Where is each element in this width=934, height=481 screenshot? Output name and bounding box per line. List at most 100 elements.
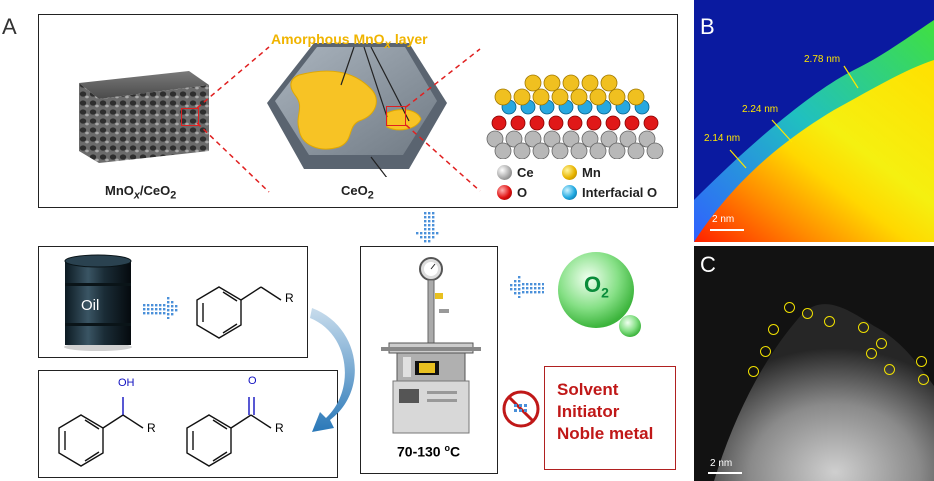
ce-atom (524, 130, 542, 148)
mn-atom (524, 74, 542, 92)
alkylbenzene-structure (196, 286, 282, 339)
legend-interfacial-o: Interfacial O (582, 185, 658, 200)
r-group-label-2: R (147, 421, 156, 435)
free-of-box: Solvent Initiator Noble metal (544, 366, 676, 470)
mn-atom (532, 88, 550, 106)
surface-atom-circle (884, 364, 895, 375)
interfacial-o-ball-icon (562, 185, 577, 200)
r-group-label-3: R (275, 421, 284, 435)
measurement-1: 2.78 nm (804, 54, 841, 65)
o2-bubble-icon (558, 252, 641, 337)
mn-atom (551, 88, 569, 106)
hydroxyl-label: OH (118, 377, 135, 389)
ceo2-label: CeO2 (341, 183, 374, 202)
mn-ball-icon (562, 165, 577, 180)
legend-ce: Ce (517, 165, 534, 180)
ce-atom (646, 142, 664, 159)
ce-atom (589, 142, 607, 159)
ce-atom (494, 142, 512, 159)
legend-mn: Mn (582, 165, 601, 180)
mn-atom (600, 74, 618, 92)
surface-atom-circle (784, 302, 795, 313)
surface-atom-markers (694, 246, 934, 481)
mn-atom (543, 74, 561, 92)
zoom-lines-left (196, 46, 270, 193)
micrograph-c: C 2 nm (694, 246, 934, 481)
measurement-2: 2.24 nm (742, 104, 779, 115)
o-atom (548, 115, 564, 131)
left-arrow-icon (510, 276, 544, 298)
ce-atom (532, 142, 550, 159)
o-atom (567, 115, 583, 131)
surface-atom-circle (918, 374, 929, 385)
ketone-product-structure (186, 397, 272, 467)
surface-atom-circle (748, 366, 759, 377)
porous-composite-image (79, 71, 209, 163)
composite-label: MnOx/CeO2 (105, 183, 177, 202)
zoom-lines-right (405, 48, 481, 192)
o-atom (529, 115, 545, 131)
r-group-label-1: R (285, 291, 294, 305)
mn-atom (608, 88, 626, 106)
ce-atom (570, 142, 588, 159)
carbonyl-o-label: O (248, 375, 257, 387)
free-of-solvent: Solvent (557, 380, 619, 399)
ce-atom (513, 142, 531, 159)
down-arrow-icon (416, 212, 439, 243)
micrograph-b: B 2.78 nm 2.24 nm 2.14 nm 2 nm (694, 0, 934, 242)
curved-arrow-icon (310, 308, 355, 432)
ce-atom (581, 130, 599, 148)
amorphous-layer-shape (290, 70, 377, 150)
surface-atom-circle (760, 346, 771, 357)
surface-atom-circle (802, 308, 813, 319)
temperature-label: 70-130 oC (397, 443, 461, 460)
free-of-noble-metal: Noble metal (557, 424, 654, 443)
mn-atom (581, 74, 599, 92)
amorphous-layer-label: Amorphous MnOx layer (271, 31, 428, 51)
autoclave-reactor-image (381, 257, 481, 434)
scale-bar-b (710, 229, 744, 231)
mn-atom (513, 88, 531, 106)
ce-atom (608, 142, 626, 159)
mn-atom (494, 88, 512, 106)
no-solvent-icon (502, 390, 540, 428)
surface-atom-circle (858, 322, 869, 333)
atomic-model (486, 74, 664, 159)
zoom-square-right (386, 106, 406, 126)
ce-atom (619, 130, 637, 148)
surface-atom-circle (866, 348, 877, 359)
ce-atom (543, 130, 561, 148)
surface-atom-circle (824, 316, 835, 327)
scale-bar-c (708, 472, 742, 474)
o-atom (624, 115, 640, 131)
ceo2-particle (267, 43, 447, 177)
ce-atom (505, 130, 523, 148)
mn-atom (562, 74, 580, 92)
measurement-3: 2.14 nm (704, 133, 741, 144)
free-of-initiator: Initiator (557, 402, 620, 421)
surface-atom-circle (876, 338, 887, 349)
panel-label-a: A (2, 14, 17, 39)
right-arrow-icon (143, 297, 178, 319)
zoom-square-left (181, 108, 199, 126)
ce-atom (600, 130, 618, 148)
ce-atom (638, 130, 656, 148)
oil-label: Oil (81, 297, 100, 314)
ce-atom (551, 142, 569, 159)
ce-atom (486, 130, 504, 148)
mn-atom (589, 88, 607, 106)
oil-substrate-box: Oil R (38, 246, 308, 358)
mn-atom (570, 88, 588, 106)
reactor-box: 70-130 oC (360, 246, 498, 474)
scale-text-b: 2 nm (712, 214, 735, 225)
oil-barrel-icon (64, 254, 132, 351)
alcohol-product-structure (58, 397, 144, 467)
surface-atom-circle (916, 356, 927, 367)
thickness-markers-b (729, 65, 859, 169)
mn-atom (627, 88, 645, 106)
catalyst-structure-panel: Amorphous MnOx layer MnOx/CeO2 CeO2 Ce M… (38, 14, 678, 208)
panel-label-b: B (700, 14, 715, 39)
panel-label-c: C (700, 252, 716, 277)
o-atom (605, 115, 621, 131)
o-atom (491, 115, 507, 131)
